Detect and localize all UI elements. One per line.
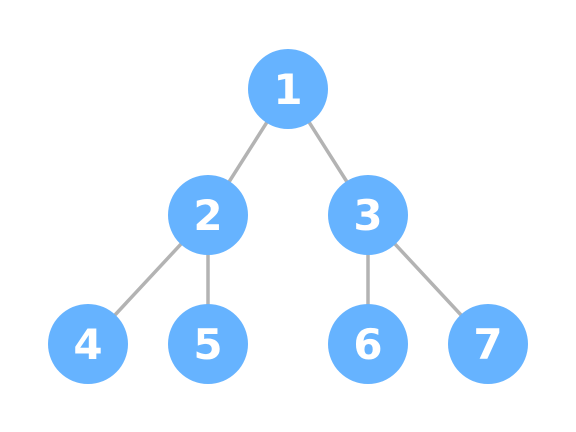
node-circle-6 bbox=[328, 304, 408, 384]
tree-node-1: 1 bbox=[248, 49, 328, 129]
node-label-1: 1 bbox=[273, 65, 302, 114]
tree-node-3: 3 bbox=[328, 175, 408, 255]
node-label-5: 5 bbox=[193, 320, 222, 369]
node-circle-4 bbox=[48, 304, 128, 384]
tree-node-6: 6 bbox=[328, 304, 408, 384]
node-label-2: 2 bbox=[193, 191, 222, 240]
node-circle-2 bbox=[168, 175, 248, 255]
tree-node-7: 7 bbox=[448, 304, 528, 384]
tree-node-2: 2 bbox=[168, 175, 248, 255]
node-label-3: 3 bbox=[353, 191, 382, 240]
node-circle-5 bbox=[168, 304, 248, 384]
node-circle-3 bbox=[328, 175, 408, 255]
tree-nodes: 1 2 3 4 5 6 7 bbox=[48, 49, 528, 384]
tree-node-4: 4 bbox=[48, 304, 128, 384]
tree-node-5: 5 bbox=[168, 304, 248, 384]
node-label-6: 6 bbox=[353, 320, 382, 369]
node-label-7: 7 bbox=[473, 320, 502, 369]
node-label-4: 4 bbox=[73, 320, 102, 369]
node-circle-7 bbox=[448, 304, 528, 384]
node-circle-1 bbox=[248, 49, 328, 129]
